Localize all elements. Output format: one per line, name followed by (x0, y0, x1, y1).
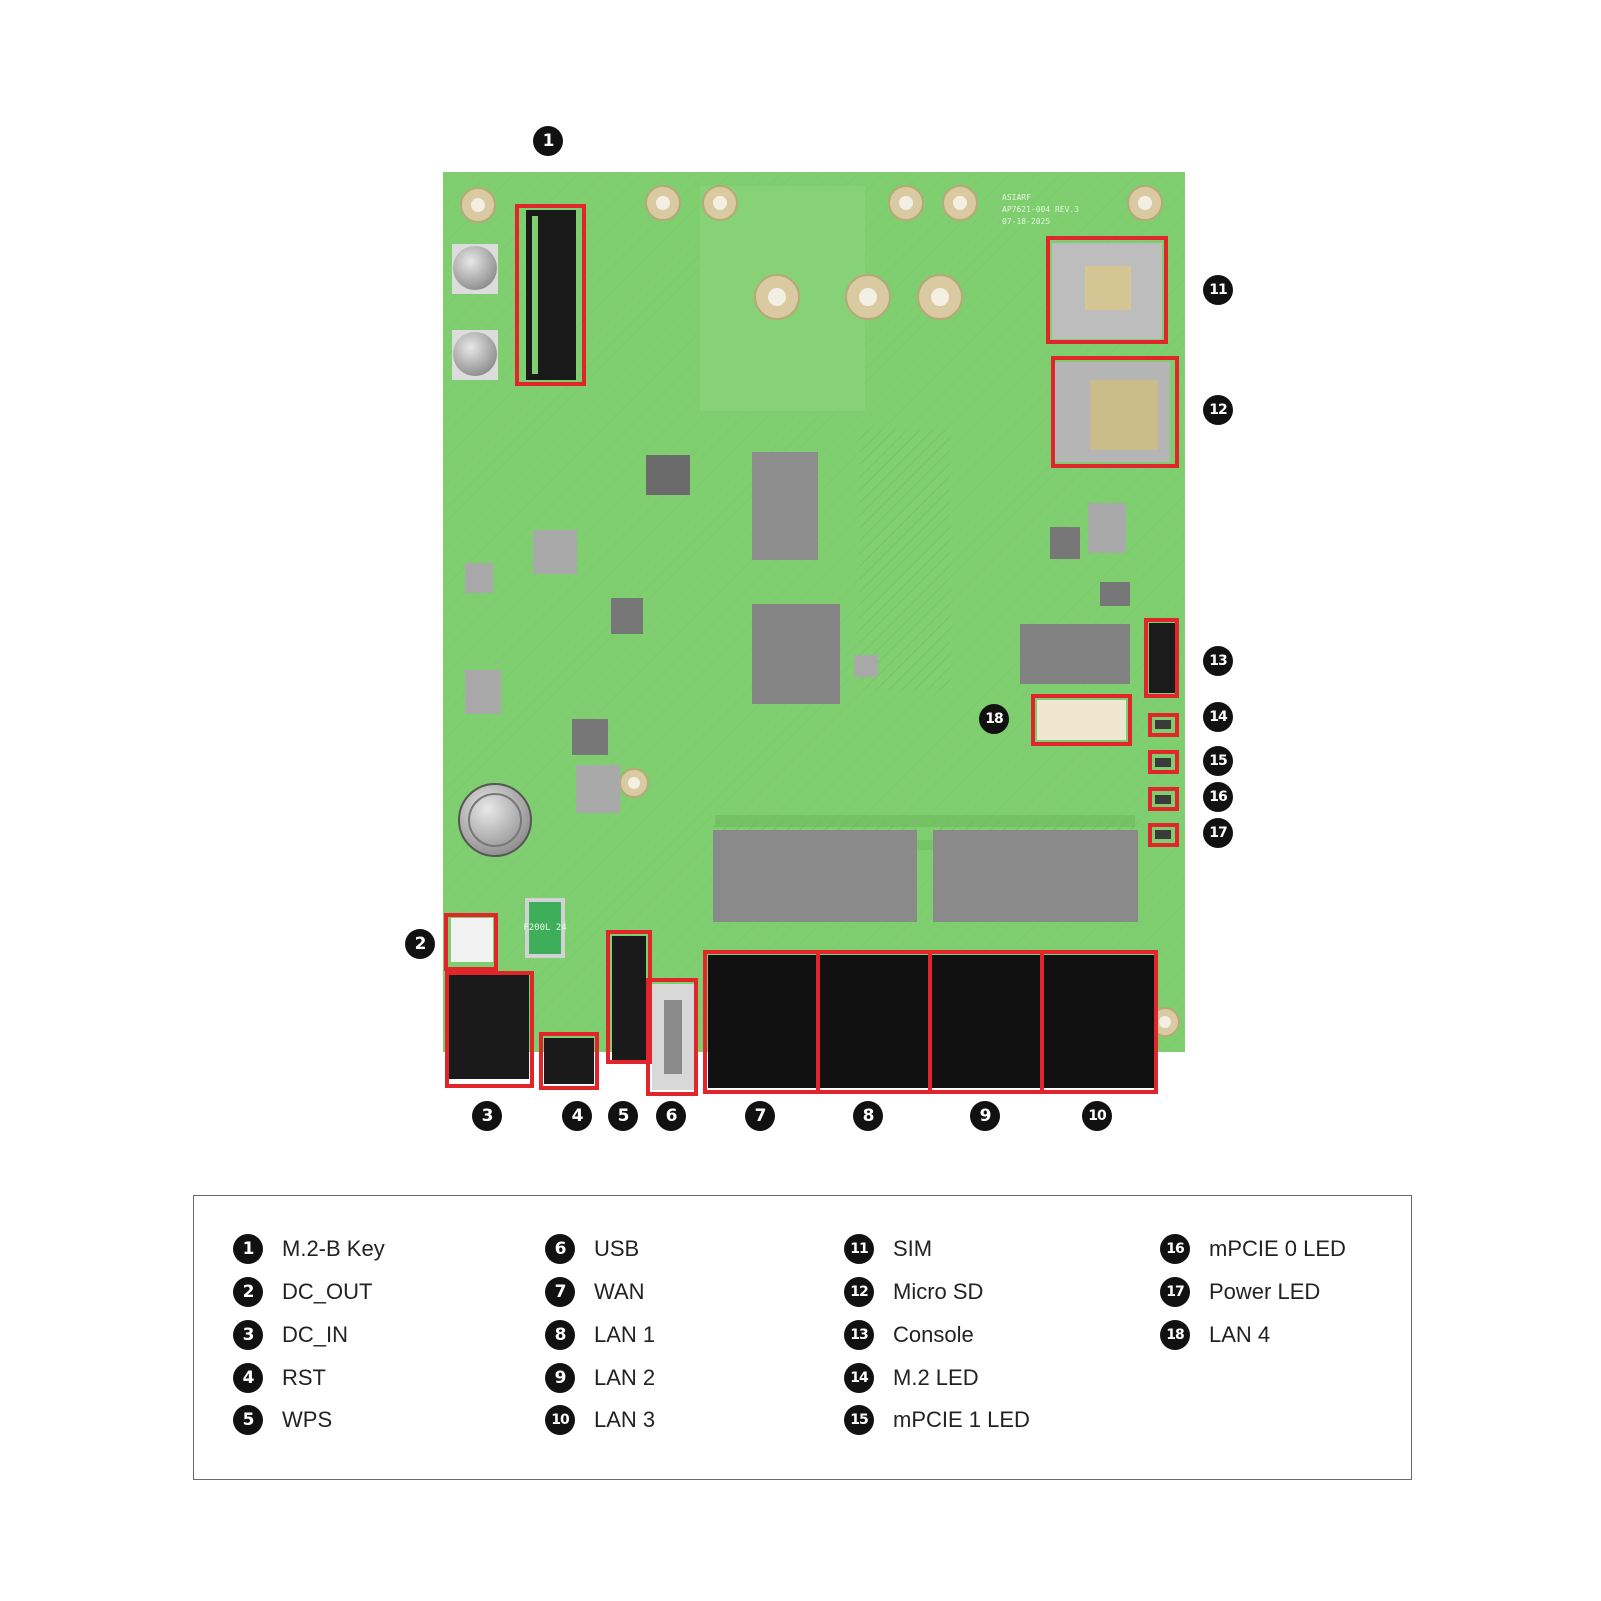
legend-item: 8 LAN 1 (545, 1320, 655, 1350)
legend-marker: 16 (1160, 1234, 1190, 1264)
legend-item: 1 M.2-B Key (233, 1234, 385, 1264)
fuse-label: F200L 24 (523, 923, 566, 933)
marker-16: 16 (1203, 782, 1233, 812)
legend-label: DC_OUT (282, 1279, 373, 1304)
legend-label: WAN (594, 1279, 645, 1304)
capacitors (452, 244, 532, 857)
marker-3: 3 (472, 1101, 502, 1131)
marker-10: 10 (1082, 1101, 1112, 1131)
legend-marker: 8 (545, 1320, 575, 1350)
pcb-illustration: ASIARF AP7621-004 REV.3 07-18-2025 F200L… (443, 172, 1185, 1096)
board-diagram: ASIARF AP7621-004 REV.3 07-18-2025 F200L… (405, 126, 1233, 1131)
legend-label: LAN 2 (594, 1365, 656, 1390)
marker-6: 6 (656, 1101, 686, 1131)
marker-7: 7 (745, 1101, 775, 1131)
silkscreen-line-3: 07-18-2025 (1002, 217, 1050, 226)
legend-item: 9 LAN 2 (545, 1363, 655, 1393)
legend-marker: 18 (1160, 1320, 1190, 1350)
marker-1: 1 (533, 126, 563, 156)
legend-item: 3 DC_IN (233, 1320, 348, 1350)
legend-label: RST (282, 1365, 326, 1390)
legend-item: 7 WAN (545, 1277, 645, 1307)
legend-label: WPS (282, 1407, 333, 1432)
legend-item: 16 mPCIE 0 LED (1160, 1234, 1346, 1264)
legend-label: Micro SD (893, 1279, 984, 1304)
legend-item: 12 Micro SD (844, 1277, 983, 1307)
legend-item: 13 Console (844, 1320, 974, 1350)
marker-14: 14 (1203, 702, 1233, 732)
legend-label: LAN 1 (594, 1322, 656, 1347)
marker-18: 18 (979, 704, 1009, 734)
legend-item: 18 LAN 4 (1160, 1320, 1270, 1350)
legend-item: 5 WPS (233, 1405, 332, 1435)
fuse (525, 898, 565, 958)
wps-button (612, 936, 646, 1060)
marker-4: 4 (562, 1101, 592, 1131)
legend-label: mPCIE 1 LED (893, 1407, 1030, 1432)
legend-marker: 6 (545, 1234, 575, 1264)
legend-item: 15 mPCIE 1 LED (844, 1405, 1030, 1435)
marker-9: 9 (970, 1101, 1000, 1131)
marker-8: 8 (853, 1101, 883, 1131)
marker-12: 12 (1203, 395, 1233, 425)
legend-marker: 11 (844, 1234, 874, 1264)
legend-marker: 17 (1160, 1277, 1190, 1307)
legend-item: 2 DC_OUT (233, 1277, 372, 1307)
legend-label: Console (893, 1322, 974, 1347)
legend-marker: 13 (844, 1320, 874, 1350)
legend-marker: 1 (233, 1234, 263, 1264)
legend-label: M.2 LED (893, 1365, 979, 1390)
legend-marker: 3 (233, 1320, 263, 1350)
silkscreen-line-1: ASIARF (1002, 193, 1031, 202)
legend-marker: 5 (233, 1405, 263, 1435)
rj45-ports (708, 955, 1154, 1088)
legend: 1 M.2-B Key 2 DC_OUT 3 DC_IN 4 RST 5 WPS 6 USB… (193, 1195, 1412, 1480)
legend-marker: 10 (545, 1405, 575, 1435)
legend-marker: 2 (233, 1277, 263, 1307)
legend-label: mPCIE 0 LED (1209, 1236, 1346, 1261)
legend-item: 10 LAN 3 (545, 1405, 655, 1435)
legend-marker: 4 (233, 1363, 263, 1393)
legend-marker: 14 (844, 1363, 874, 1393)
marker-15: 15 (1203, 746, 1233, 776)
dc-in-jack (449, 975, 529, 1079)
marker-2: 2 (405, 929, 435, 959)
rst-button (544, 1038, 594, 1084)
legend-label: USB (594, 1236, 640, 1261)
legend-item: 17 Power LED (1160, 1277, 1320, 1307)
marker-5: 5 (608, 1101, 638, 1131)
dc-out-header (451, 918, 493, 962)
transformers (713, 820, 1138, 922)
leds (1155, 720, 1171, 839)
legend-item: 4 RST (233, 1363, 326, 1393)
legend-label: SIM (893, 1236, 933, 1261)
legend-label: DC_IN (282, 1322, 349, 1347)
legend-marker: 15 (844, 1405, 874, 1435)
legend-item: 6 USB (545, 1234, 639, 1264)
legend-marker: 9 (545, 1363, 575, 1393)
legend-item: 14 M.2 LED (844, 1363, 979, 1393)
marker-17: 17 (1203, 818, 1233, 848)
console-header (1149, 623, 1175, 693)
highlight-boxes (444, 204, 1179, 1096)
lan4-connector (1037, 700, 1126, 740)
marker-13: 13 (1203, 646, 1233, 676)
legend-label: Power LED (1209, 1279, 1321, 1304)
legend-marker: 12 (844, 1277, 874, 1307)
legend-label: LAN 4 (1209, 1322, 1271, 1347)
chips (465, 452, 1130, 813)
legend-label: M.2-B Key (282, 1236, 385, 1261)
silkscreen-line-2: AP7621-004 REV.3 (1002, 205, 1079, 214)
legend-item: 11 SIM (844, 1234, 932, 1264)
legend-marker: 7 (545, 1277, 575, 1307)
marker-11: 11 (1203, 275, 1233, 305)
legend-label: LAN 3 (594, 1407, 656, 1432)
